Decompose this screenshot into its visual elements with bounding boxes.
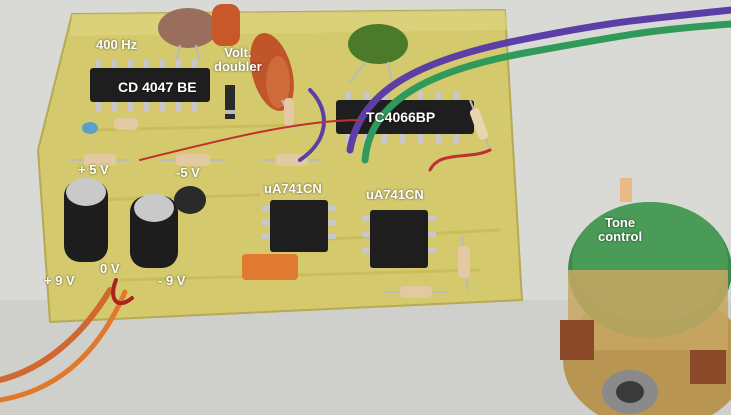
label-ua741-right: uA741CN: [366, 187, 424, 202]
label-minus5v: -5 V: [176, 165, 200, 180]
label-volt-doubler-line2: doubler: [214, 59, 262, 74]
volt-doubler-capacitors: [212, 4, 294, 119]
label-zero-v: 0 V: [100, 261, 120, 276]
label-tone-line2: control: [598, 229, 643, 244]
label-plus5v: + 5 V: [78, 162, 109, 177]
green-capacitor-icon: [348, 24, 408, 83]
label-plus9v: + 9 V: [44, 273, 75, 288]
ua741-chips: [262, 200, 436, 268]
label-volt-doubler-line1: Volt.: [224, 45, 252, 60]
label-tone-line1: Tone: [604, 215, 636, 230]
resistors: [70, 98, 491, 298]
label-tone-control: Tone control: [598, 216, 642, 244]
film-capacitor-icon: [242, 254, 298, 280]
potentiometer-icon: [560, 178, 731, 415]
ceramic-capacitor-icon: [158, 8, 218, 63]
label-ua741-left: uA741CN: [264, 181, 322, 196]
cd4047-ic-chip: [90, 60, 210, 112]
electrolytic-capacitors: [64, 178, 206, 268]
label-cd4047: CD 4047 BE: [118, 79, 197, 95]
label-400hz: 400 Hz: [96, 37, 138, 52]
label-tc4066: TC4066BP: [366, 109, 436, 125]
label-volt-doubler: Volt. doubler: [214, 46, 262, 74]
wires: [0, 6, 731, 403]
label-minus9v: - 9 V: [158, 273, 186, 288]
